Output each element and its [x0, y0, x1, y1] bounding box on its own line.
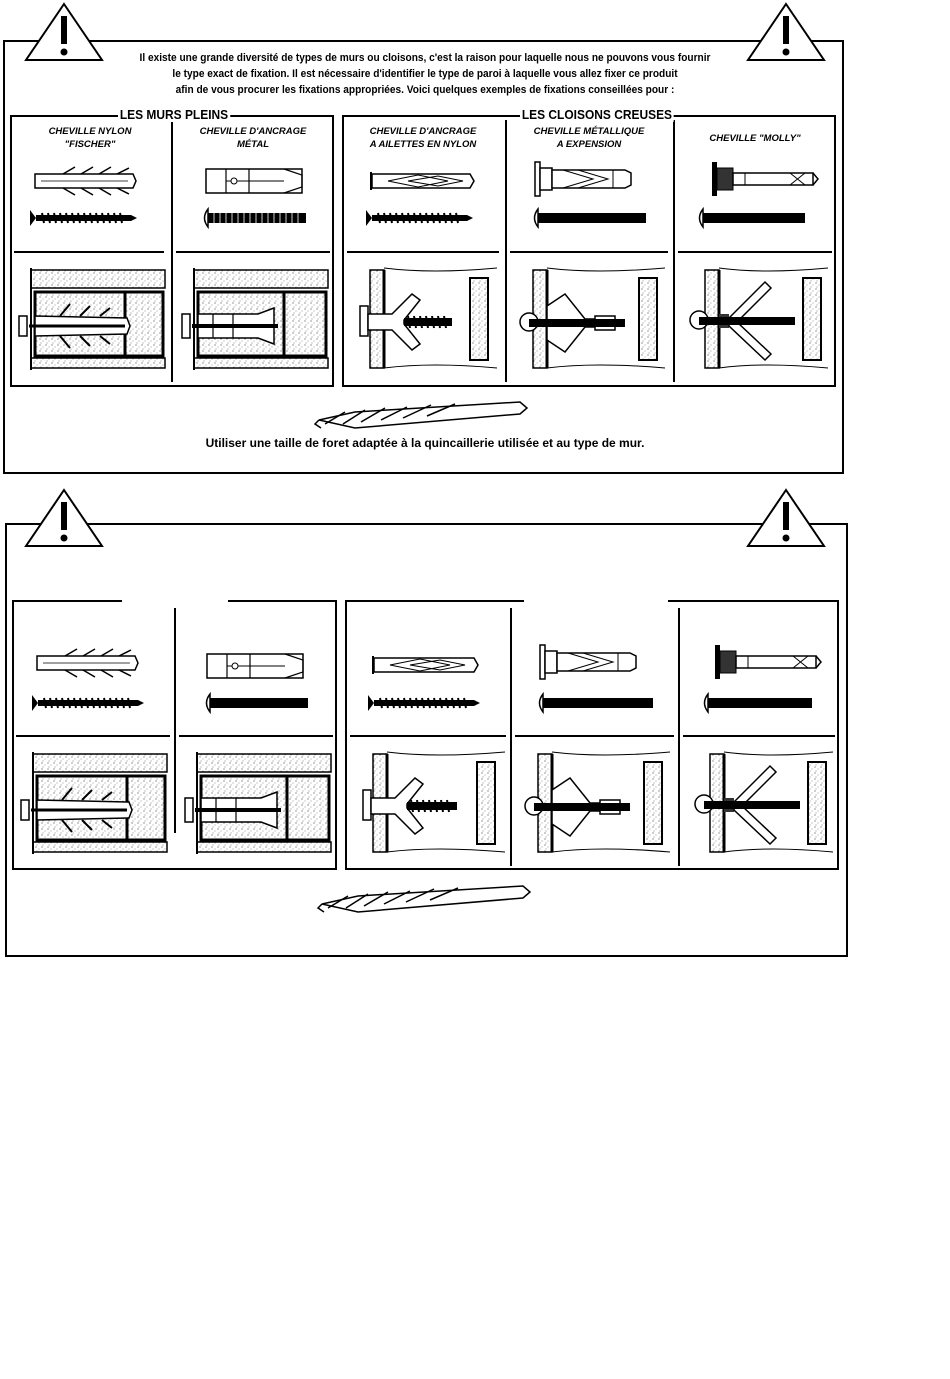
machine-screw-icon	[203, 206, 306, 230]
warning-triangle-icon	[24, 488, 104, 547]
molly-anchor-icon	[712, 162, 819, 196]
warning-triangle-icon	[746, 488, 826, 547]
machine-screw-icon	[538, 691, 653, 715]
intro-line-3: afin de vous procurer les fixations appr…	[175, 84, 675, 96]
metal-anchor-icon	[206, 653, 304, 679]
drill-size-note: Utiliser une taille de foret adaptée à l…	[205, 436, 645, 450]
solid-walls-title: LES MURS PLEINS	[118, 107, 231, 122]
metal-anchor-icon	[205, 168, 303, 194]
machine-screw-icon	[205, 691, 308, 715]
solid-wall-cross-section	[18, 268, 166, 370]
solid-wall-cross-section	[20, 752, 168, 854]
metal-expansion-anchor-icon	[539, 644, 637, 680]
hollow-wall-cross-section	[689, 267, 829, 369]
hollow-wall-cross-section	[362, 751, 506, 853]
intro-line-1: Il existe une grande diversité de types …	[139, 52, 711, 64]
warning-triangle-icon	[746, 2, 826, 61]
nylon-plug-icon	[34, 166, 137, 196]
wood-screw-icon	[32, 695, 144, 711]
hollow-wall-cross-section	[519, 267, 666, 369]
hollow-wall-cross-section	[694, 751, 834, 853]
hollow-walls-title: LES CLOISONS CREUSES	[520, 107, 674, 122]
winged-nylon-anchor-icon	[370, 172, 475, 190]
warning-triangle-icon	[24, 2, 104, 61]
winged-nylon-anchor-icon	[372, 656, 479, 674]
intro-text: Il existe une grande diversité de types …	[89, 50, 761, 98]
metal-expansion-anchor-icon	[534, 161, 632, 197]
machine-screw-icon	[698, 206, 805, 230]
hollow-wall-cross-section	[359, 267, 498, 369]
label-molly-anchor: CHEVILLE "MOLLY"	[709, 133, 801, 144]
machine-screw-icon	[533, 206, 646, 230]
molly-anchor-icon	[715, 645, 822, 679]
wood-screw-icon	[366, 210, 473, 226]
nylon-plug-icon	[36, 648, 139, 678]
solid-wall-cross-section	[181, 268, 329, 370]
drill-bit-icon	[313, 401, 529, 429]
hollow-wall-cross-section	[524, 751, 671, 853]
wood-screw-icon	[30, 210, 137, 226]
solid-wall-cross-section	[184, 752, 332, 854]
label-nylon-fischer: CHEVILLE NYLON"FISCHER"	[48, 126, 132, 150]
intro-line-2: le type exact de fixation. Il est nécess…	[172, 68, 678, 80]
machine-screw-icon	[703, 691, 812, 715]
drill-bit-icon	[316, 885, 532, 913]
wood-screw-icon	[368, 695, 480, 711]
